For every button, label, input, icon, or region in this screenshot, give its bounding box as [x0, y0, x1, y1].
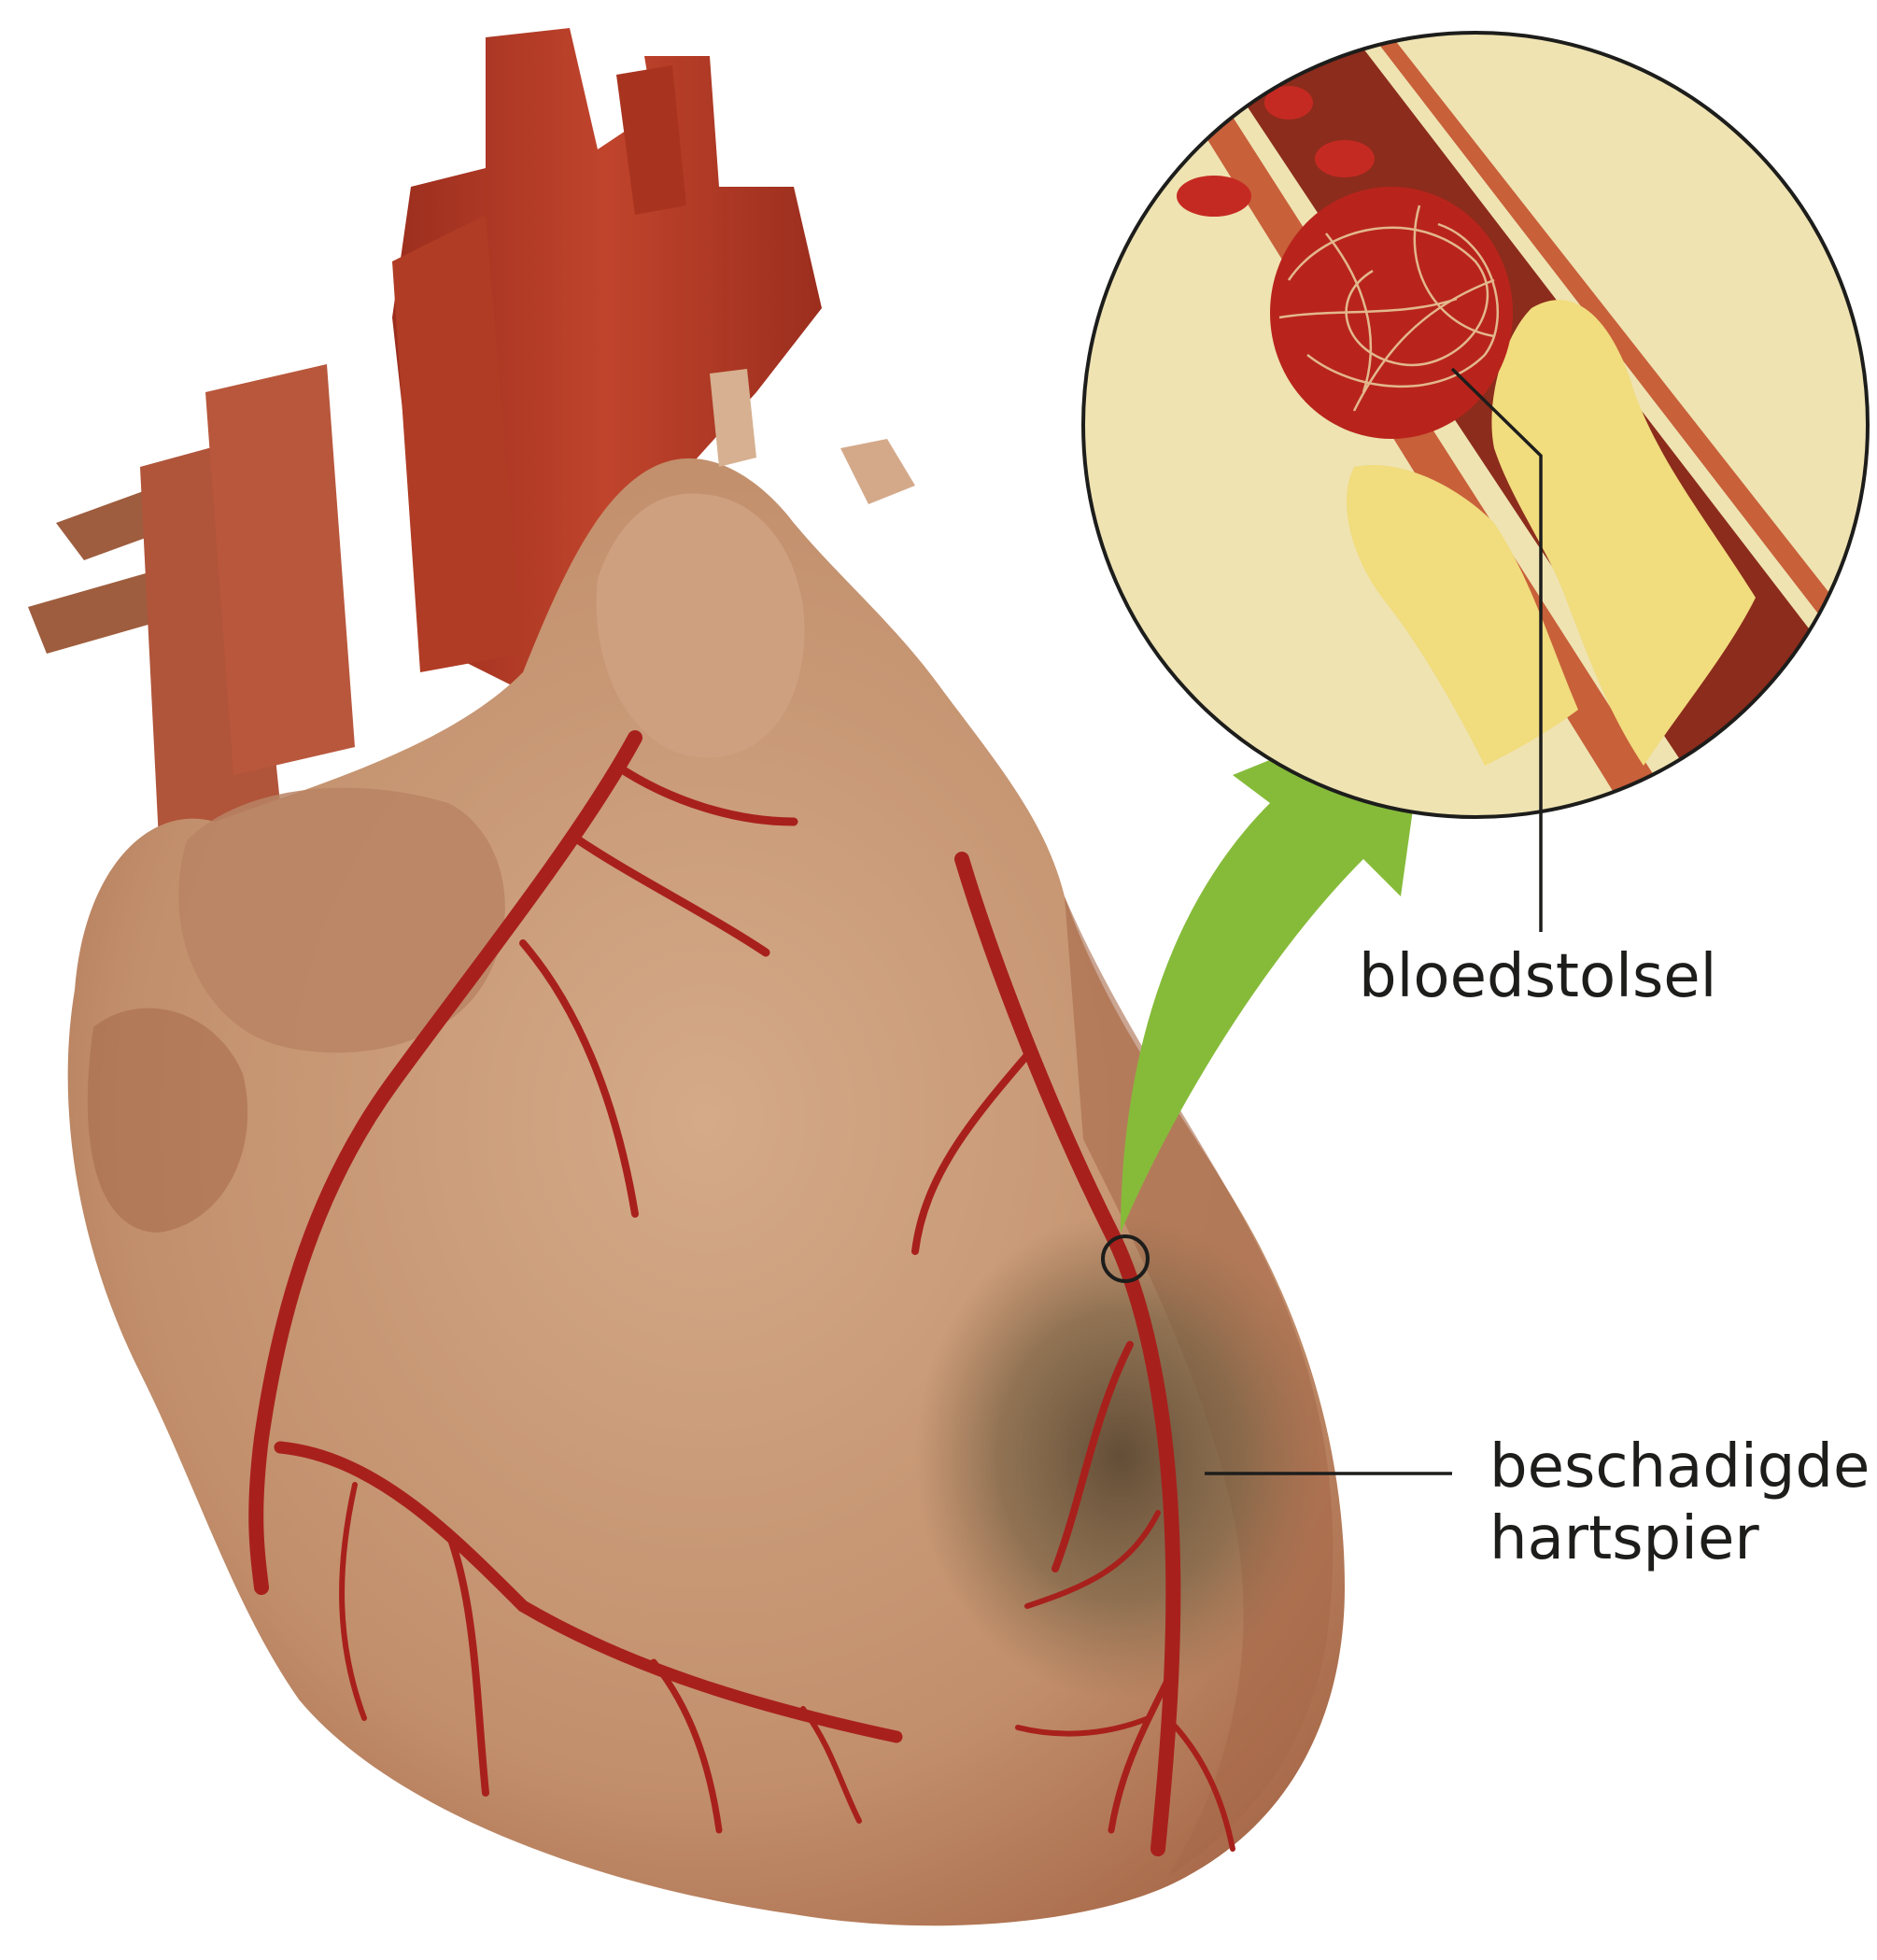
damaged-muscle-label-line2: hartspier [1489, 1505, 1759, 1572]
magnified-artery-inset [1083, 0, 1877, 840]
blood-clot-label: bloedstolsel [1359, 943, 1716, 1010]
pulmonary-veins [28, 364, 355, 840]
damaged-muscle-label-line1: beschadigde [1489, 1433, 1870, 1501]
damaged-heart-muscle-area [915, 1214, 1326, 1699]
